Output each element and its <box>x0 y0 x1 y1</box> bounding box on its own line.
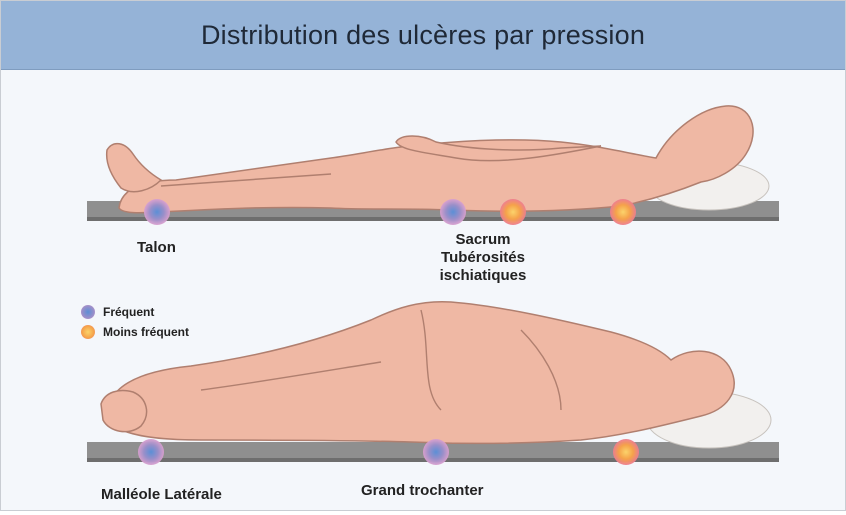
illustration-area: Talon Sacrum Tubérosités ischiatiques Ma… <box>1 70 845 510</box>
marker-ear-shoulder <box>613 439 639 465</box>
label-sacrum: Sacrum <box>413 231 553 249</box>
legend-item-less-frequent: Moins fréquent <box>81 322 189 342</box>
label-ischial: Tubérosités <box>413 249 553 267</box>
legend: Fréquent Moins fréquent <box>81 302 189 342</box>
mattress-upper-shadow <box>87 217 779 221</box>
marker-trochanter <box>423 439 449 465</box>
legend-label-less-frequent: Moins fréquent <box>103 325 189 339</box>
marker-ischial <box>500 199 526 225</box>
supine-scene <box>87 106 779 225</box>
patient-illustration <box>1 70 845 510</box>
marker-heel <box>144 199 170 225</box>
marker-malleolus <box>138 439 164 465</box>
label-sacrum-group: Sacrum Tubérosités ischiatiques <box>413 231 553 285</box>
diagram-title: Distribution des ulcères par pression <box>201 20 645 51</box>
label-trochanter: Grand trochanter <box>361 482 484 500</box>
less-frequent-icon <box>81 325 95 339</box>
label-ischial-2: ischiatiques <box>413 267 553 285</box>
title-bar: Distribution des ulcères par pression <box>1 1 845 70</box>
frequent-icon <box>81 305 95 319</box>
supine-body <box>119 106 753 213</box>
label-heel: Talon <box>137 239 176 257</box>
supine-feet <box>107 144 161 192</box>
legend-label-frequent: Fréquent <box>103 305 154 319</box>
marker-sacrum <box>440 199 466 225</box>
lateral-feet <box>101 391 147 432</box>
legend-item-frequent: Fréquent <box>81 302 189 322</box>
label-malleolus: Malléole Latérale <box>101 486 222 504</box>
lateral-body <box>111 302 734 444</box>
marker-scapula <box>610 199 636 225</box>
lateral-scene <box>87 302 779 465</box>
